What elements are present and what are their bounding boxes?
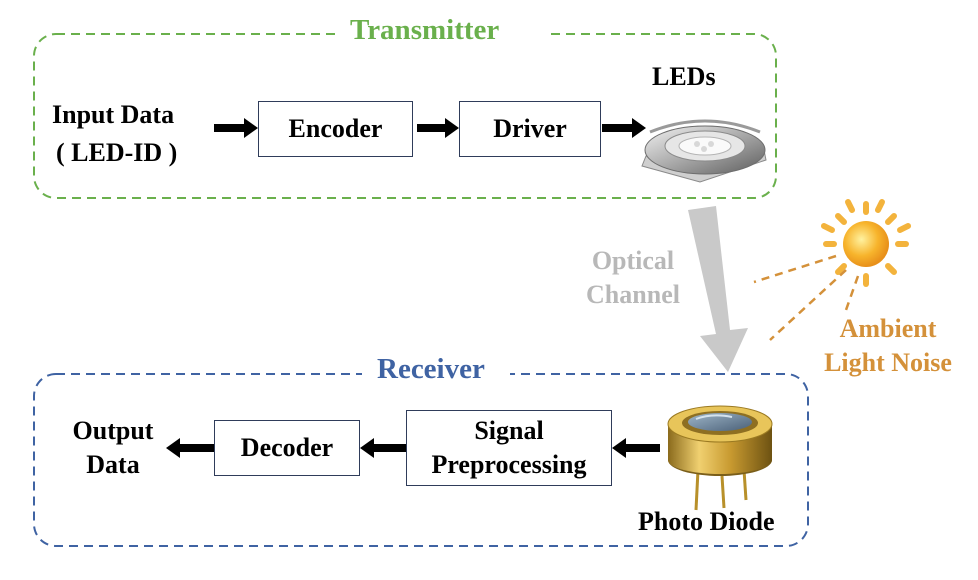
driver-block: Driver (459, 101, 601, 157)
arrow-input-to-encoder (214, 118, 258, 138)
optical-channel-line1: Optical (591, 246, 675, 275)
preprocessing-line2: Preprocessing (431, 450, 587, 479)
optical-channel-line2: Channel (586, 280, 680, 309)
output-data-line2: Data (86, 450, 140, 479)
arrow-encoder-to-driver (417, 118, 459, 138)
arrow-driver-to-led (602, 118, 646, 138)
arrow-decoder-to-output (166, 438, 214, 458)
led-lamp-icon (641, 119, 767, 183)
arrow-preprocessing-to-decoder (360, 438, 406, 458)
ambient-noise-label: Ambient Light Noise (806, 312, 970, 380)
sun-icon (753, 199, 911, 341)
receiver-title: Receiver (377, 353, 485, 385)
optical-channel-arrow (688, 206, 748, 372)
driver-label: Driver (493, 114, 567, 143)
input-data-label: Input Data (52, 100, 175, 129)
photo-diode-icon (667, 405, 773, 511)
photo-diode-label: Photo Diode (638, 507, 775, 536)
output-data-line1: Output (72, 416, 154, 445)
preprocessing-line1: Signal (474, 416, 544, 445)
output-data-label: Output Data (52, 414, 174, 482)
ambient-noise-line1: Ambient (839, 314, 937, 343)
encoder-label: Encoder (288, 114, 383, 143)
transmitter-title: Transmitter (350, 14, 500, 46)
decoder-label: Decoder (240, 433, 334, 462)
optical-channel-label: Optical Channel (572, 244, 694, 312)
encoder-block: Encoder (258, 101, 413, 157)
arrow-photodiode-to-preprocessing (612, 438, 660, 458)
leds-label: LEDs (652, 62, 716, 91)
signal-preprocessing-block: Signal Preprocessing (406, 410, 612, 486)
decoder-block: Decoder (214, 420, 360, 476)
ambient-noise-line2: Light Noise (824, 348, 952, 377)
input-data-sublabel: ( LED-ID ) (56, 138, 178, 167)
